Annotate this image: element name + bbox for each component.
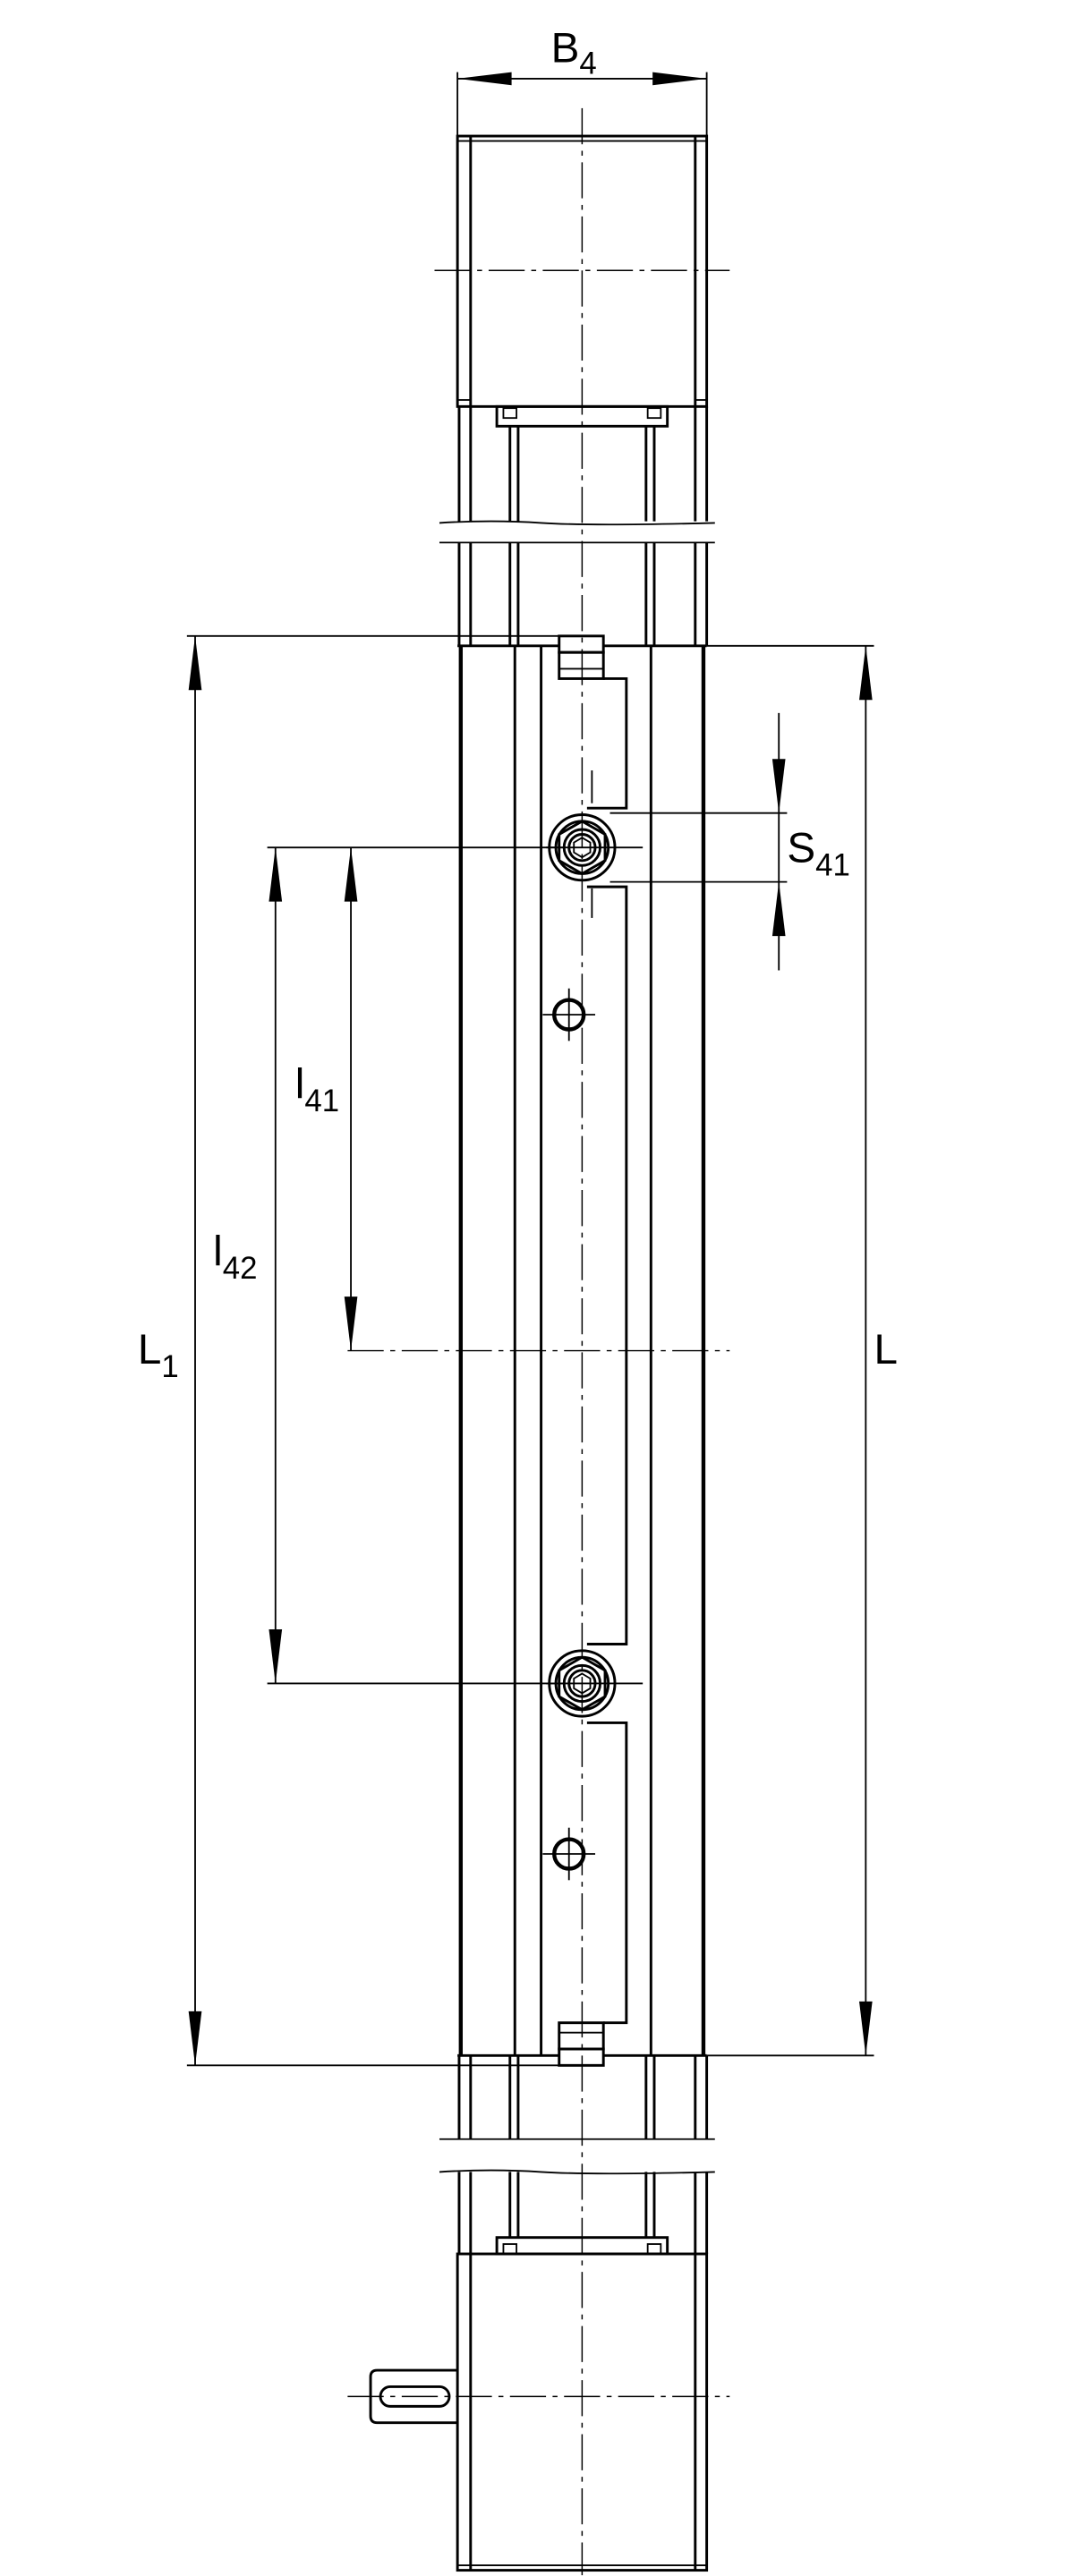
- dimension-l1: L1: [138, 634, 567, 2067]
- top-clamp-plate: [495, 404, 669, 428]
- dimension-s41: S41: [609, 712, 850, 971]
- svg-text:B4: B4: [551, 25, 597, 81]
- dimension-l41: l41: [295, 847, 358, 1351]
- bottom-rail-section: [439, 2055, 715, 2255]
- top-connector: [558, 634, 605, 680]
- svg-text:l42: l42: [213, 1228, 257, 1286]
- bolt-upper: [546, 770, 644, 918]
- svg-text:L1: L1: [138, 1326, 179, 1384]
- break-line-bottom: [439, 2138, 715, 2175]
- dimension-l42: l42: [213, 846, 567, 1685]
- dimension-b4: B4: [456, 25, 708, 137]
- svg-text:l41: l41: [295, 1060, 339, 1118]
- bottom-end-block: [347, 2252, 730, 2572]
- hole-upper: [542, 988, 596, 1041]
- hole-lower: [542, 1827, 596, 1881]
- svg-text:S41: S41: [787, 825, 849, 883]
- svg-text:L: L: [874, 1326, 898, 1373]
- dimension-l: L: [706, 644, 898, 2057]
- break-line-top: [439, 520, 715, 544]
- drive-shaft: [369, 2368, 458, 2425]
- bottom-connector: [558, 2021, 605, 2067]
- top-rail-section: [439, 406, 715, 646]
